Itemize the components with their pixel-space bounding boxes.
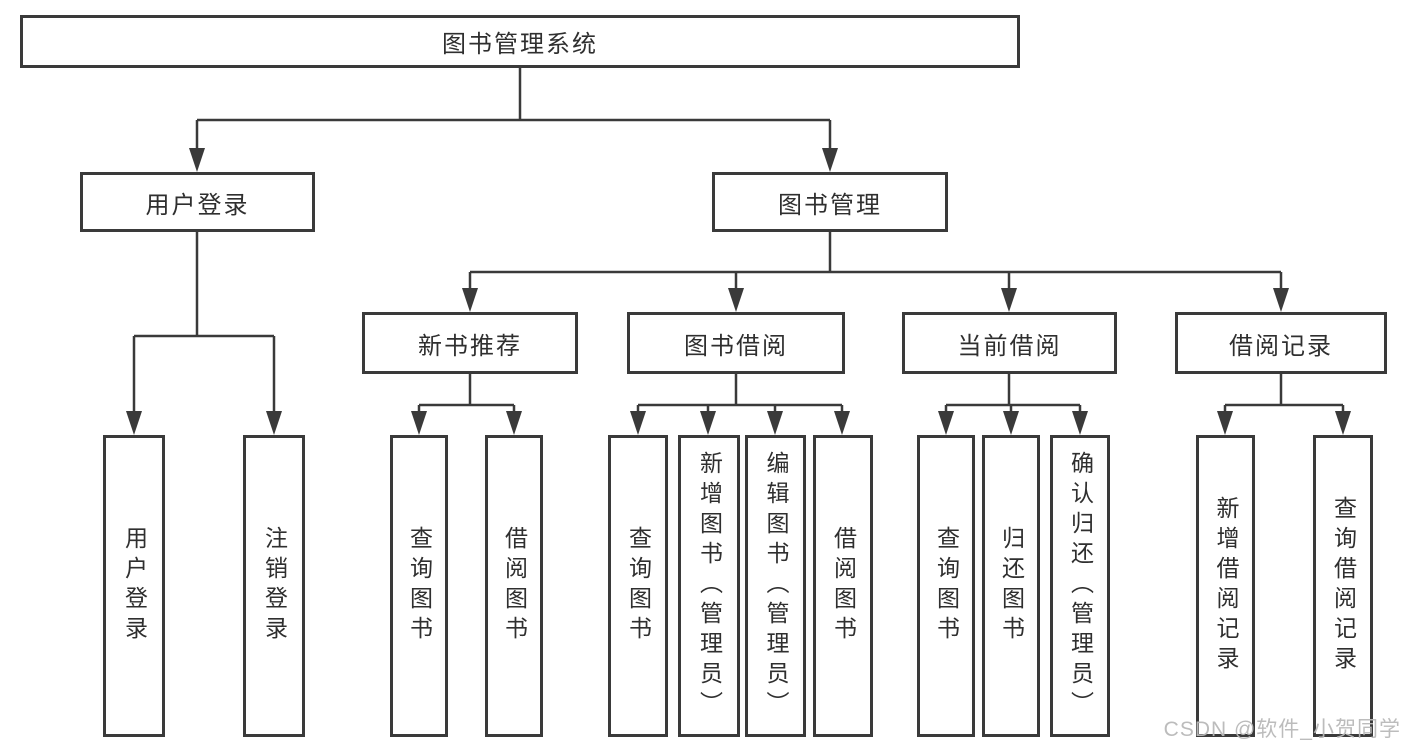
node-label: 确认归还（管理员） xyxy=(1067,451,1094,721)
node-label: 用户登录 xyxy=(145,191,250,219)
node-label: 借阅记录 xyxy=(1229,332,1333,360)
leaf-borrow-books-borrowing: 借阅图书 xyxy=(813,435,873,737)
node-book-borrowing: 图书借阅 xyxy=(627,312,845,374)
node-label: 查询借阅记录 xyxy=(1330,496,1357,676)
leaf-confirm-return-admin: 确认归还（管理员） xyxy=(1050,435,1110,737)
leaf-borrow-books-recommendation: 借阅图书 xyxy=(485,435,543,737)
node-current-borrowing: 当前借阅 xyxy=(902,312,1117,374)
node-label: 当前借阅 xyxy=(957,332,1062,360)
connector-borrow-split xyxy=(630,374,850,435)
node-label: 查询图书 xyxy=(406,526,433,646)
node-label: 注销登录 xyxy=(261,526,288,646)
node-label: 新书推荐 xyxy=(418,332,522,360)
leaf-query-books-recommendation: 查询图书 xyxy=(390,435,448,737)
node-borrowing-records: 借阅记录 xyxy=(1175,312,1387,374)
node-label: 图书管理系统 xyxy=(442,31,598,58)
leaf-add-borrowing-record: 新增借阅记录 xyxy=(1196,435,1255,737)
connector-current-split xyxy=(938,374,1088,435)
leaf-query-borrowing-record: 查询借阅记录 xyxy=(1313,435,1373,737)
node-user-login: 用户登录 xyxy=(80,172,315,232)
node-label: 查询图书 xyxy=(625,526,652,646)
node-label: 新增图书（管理员） xyxy=(696,451,723,721)
connector-new-rec-split xyxy=(411,374,522,435)
csdn-watermark: CSDN @软件_小贺同学 xyxy=(1163,718,1401,741)
node-label: 新增借阅记录 xyxy=(1213,496,1239,676)
node-label: 图书管理 xyxy=(778,191,882,219)
node-label: 借阅图书 xyxy=(830,526,857,646)
leaf-add-book-admin: 新增图书（管理员） xyxy=(678,435,740,737)
leaf-logout-login: 注销登录 xyxy=(243,435,305,737)
leaf-return-books: 归还图书 xyxy=(982,435,1040,737)
leaf-query-books-current: 查询图书 xyxy=(917,435,975,737)
node-label: 用户登录 xyxy=(121,526,148,646)
node-label: 编辑图书（管理员） xyxy=(763,451,789,721)
node-book-management: 图书管理 xyxy=(712,172,948,232)
node-label: 借阅图书 xyxy=(501,526,528,646)
node-label: 查询图书 xyxy=(933,526,960,646)
connector-root-split xyxy=(189,68,838,172)
node-new-book-recommendation: 新书推荐 xyxy=(362,312,578,374)
connector-records-split xyxy=(1217,374,1351,435)
node-label: 归还图书 xyxy=(998,526,1025,646)
leaf-user-login: 用户登录 xyxy=(103,435,165,737)
connector-book-mgmt-split xyxy=(462,232,1289,312)
node-library-management-system: 图书管理系统 xyxy=(20,15,1020,68)
connector-user-login-split xyxy=(126,232,282,435)
leaf-edit-book-admin: 编辑图书（管理员） xyxy=(745,435,806,737)
leaf-query-books-borrowing: 查询图书 xyxy=(608,435,668,737)
node-label: 图书借阅 xyxy=(684,332,788,360)
